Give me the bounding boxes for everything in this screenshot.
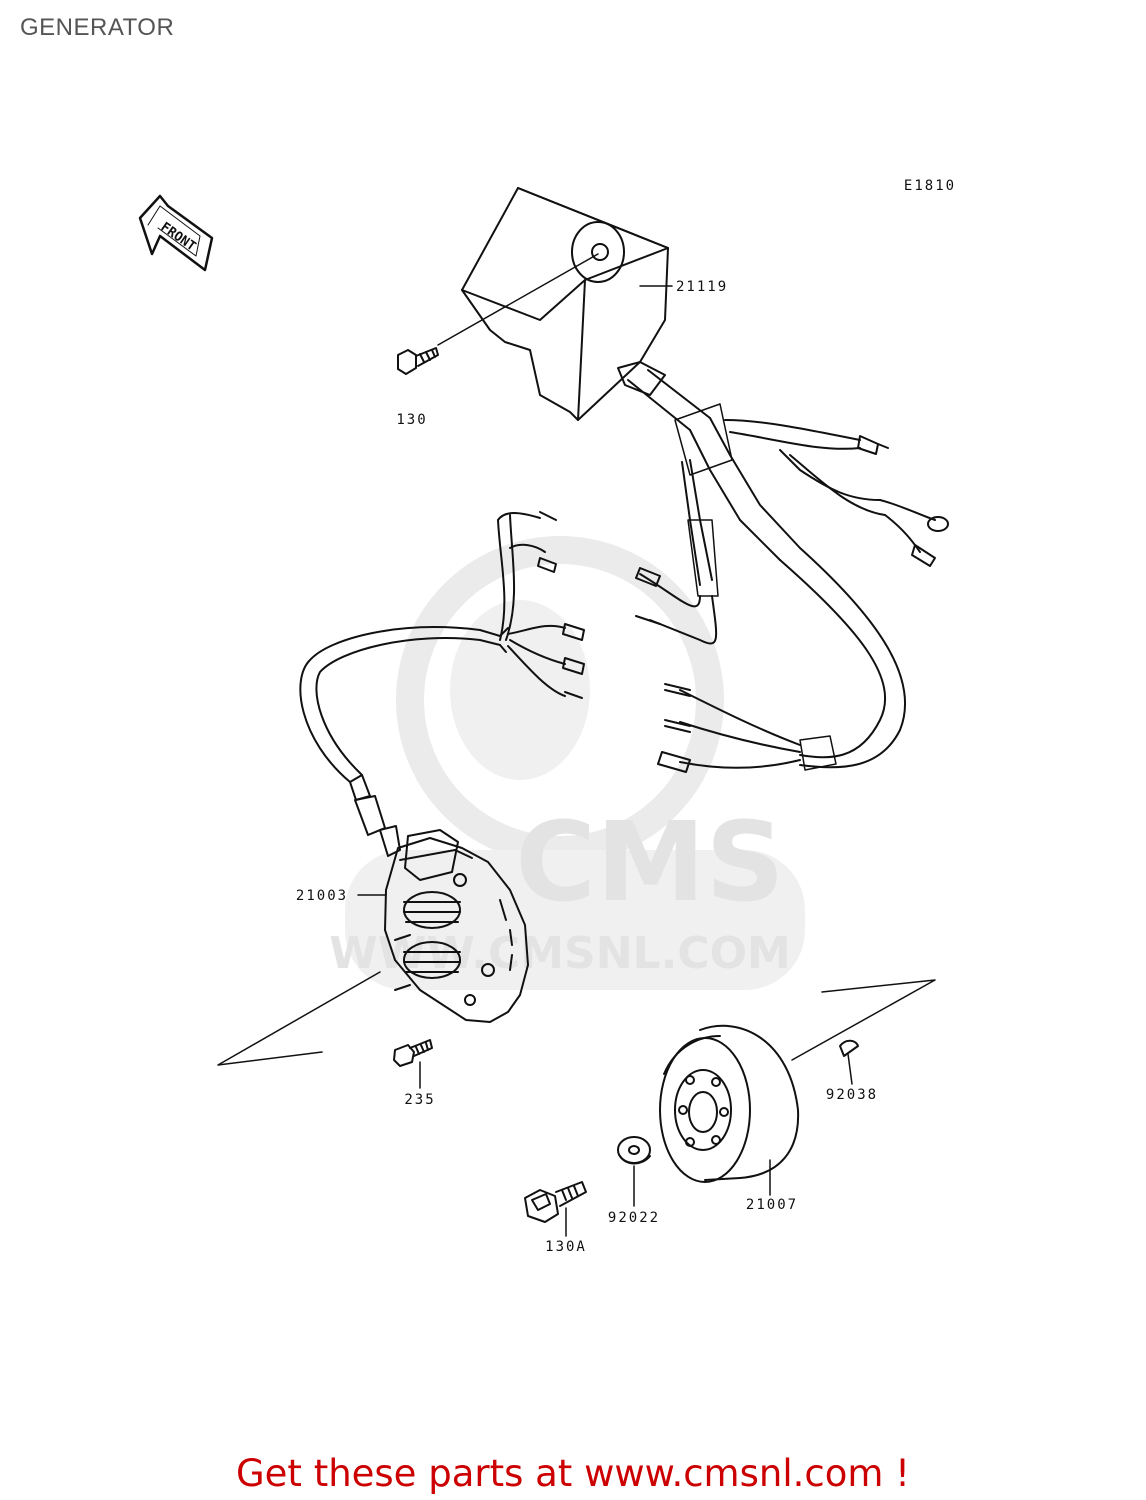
explode-line-right	[791, 979, 936, 1061]
bolt-130-leader	[437, 253, 599, 346]
callout-21003[interactable]: 21003	[296, 888, 348, 904]
bolt-130a[interactable]	[524, 1181, 587, 1223]
stator[interactable]	[384, 829, 529, 1023]
callout-130a[interactable]: 130A	[545, 1239, 587, 1255]
stator-harness	[299, 511, 585, 857]
woodruff-key-92038[interactable]	[839, 1039, 859, 1057]
watermark-main-text: CMS	[515, 798, 784, 926]
flywheel-rotor[interactable]	[659, 1024, 800, 1183]
screw-235[interactable]	[393, 1039, 433, 1067]
explode-line-left	[217, 971, 381, 1066]
bolt-130[interactable]	[397, 347, 439, 375]
watermark-url-text: WWW.CMSNL.COM	[329, 928, 791, 979]
callout-21119[interactable]: 21119	[676, 279, 728, 295]
cdi-unit[interactable]	[461, 187, 711, 431]
callout-21007[interactable]: 21007	[746, 1197, 798, 1213]
callout-92038[interactable]: 92038	[826, 1087, 878, 1103]
cdi-harness	[635, 403, 949, 773]
figure-code: E1810	[904, 178, 956, 194]
front-arrow-icon: FRONT	[138, 194, 214, 272]
page-title: GENERATOR	[20, 14, 175, 41]
callout-130[interactable]: 130	[396, 412, 427, 428]
leader-lines	[357, 285, 853, 1237]
callout-235[interactable]: 235	[404, 1092, 435, 1108]
washer-92022[interactable]	[617, 1136, 651, 1165]
callout-labels: 21119 130 21003 235 92038 92022 21007 13…	[296, 279, 878, 1255]
callout-92022[interactable]: 92022	[608, 1210, 660, 1226]
footer-shop-link[interactable]: Get these parts at www.cmsnl.com !	[235, 1452, 910, 1495]
watermark: CMS WWW.CMSNL.COM	[329, 536, 805, 990]
